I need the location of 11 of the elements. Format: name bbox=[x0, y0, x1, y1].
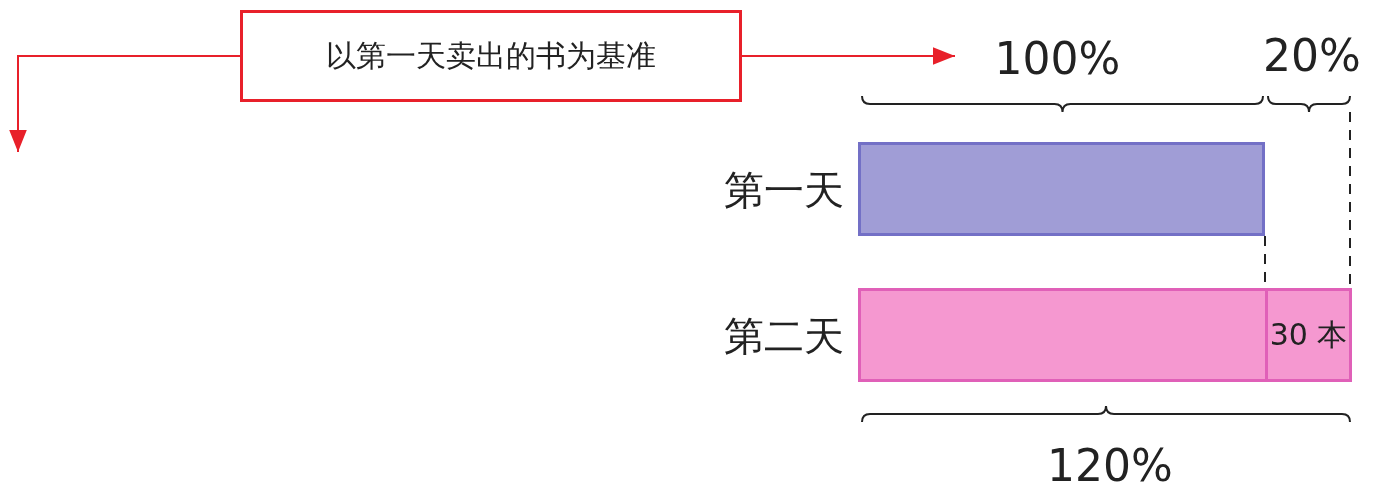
percent-label: 100% bbox=[955, 30, 1160, 86]
row-label: 第二天 bbox=[724, 312, 844, 361]
arrow bbox=[9, 55, 241, 153]
arrow bbox=[741, 47, 956, 65]
bar bbox=[858, 288, 1352, 382]
percent-label: 120% bbox=[1046, 440, 1174, 492]
bar-segment: 30 本 bbox=[1265, 291, 1349, 379]
callout-box: 以第一天卖出的书为基准 bbox=[240, 10, 742, 102]
bar bbox=[858, 142, 1265, 236]
percent-label: 20% bbox=[1262, 30, 1362, 82]
row-label: 第一天 bbox=[724, 166, 844, 215]
